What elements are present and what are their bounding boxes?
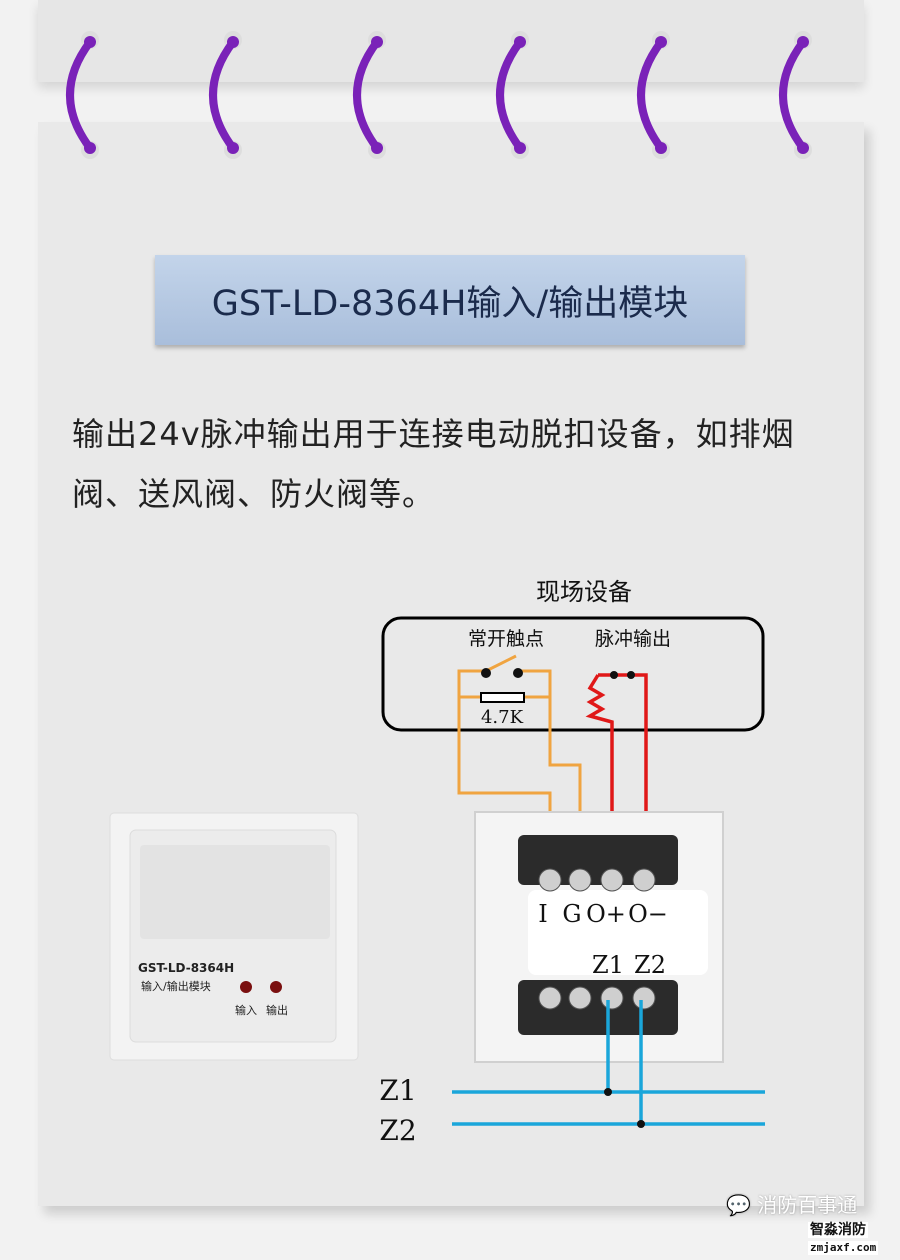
bus-node — [604, 1088, 612, 1096]
wechat-account-watermark: 💬 消防百事通 — [726, 1193, 857, 1217]
terminal-o-plus: O+ — [586, 900, 626, 928]
terminal-screw — [632, 986, 656, 1010]
bottom-terminal-block — [518, 980, 678, 1035]
terminal-screw — [568, 868, 592, 892]
no-contact-label: 常开触点 — [468, 628, 544, 650]
field-device-box — [381, 616, 765, 732]
brand-url: zmjaxf.com — [808, 1241, 879, 1255]
terminal-screw — [600, 986, 624, 1010]
input-led — [240, 981, 252, 993]
binder-ring — [66, 31, 99, 159]
pulse-node — [610, 671, 618, 679]
pulse-output-label: 脉冲输出 — [595, 628, 671, 650]
binder-ring — [353, 31, 386, 159]
terminal-screw — [600, 868, 624, 892]
top-terminal-labels: I G O+ O− Z1 Z2 — [538, 900, 668, 979]
brand-watermark: 智淼消防 — [808, 1222, 868, 1238]
terminal-screw — [632, 868, 656, 892]
terminal-g: G — [562, 900, 581, 928]
top-paper-strip — [38, 0, 864, 82]
terminal-o-minus: O− — [628, 900, 668, 928]
title-banner: GST-LD-8364H输入/输出模块 — [155, 255, 745, 345]
binder-ring — [496, 31, 529, 159]
led-input-label: 输入 — [235, 1003, 257, 1017]
terminal-label-area — [528, 890, 708, 975]
resistor — [480, 692, 525, 703]
wechat-account-name: 消防百事通 — [757, 1193, 858, 1217]
terminal-screw — [538, 986, 562, 1010]
page-title: GST-LD-8364H输入/输出模块 — [211, 283, 689, 324]
contact-node — [481, 668, 491, 678]
field-device-label: 现场设备 — [536, 578, 632, 606]
pulse-node — [627, 671, 635, 679]
output-led — [270, 981, 282, 993]
led-output-label: 输出 — [266, 1003, 288, 1017]
terminal-z1: Z1 — [592, 951, 624, 979]
contact-node — [513, 668, 523, 678]
binder-ring — [637, 31, 670, 159]
description-text: 输出24v脉冲输出用于连接电动脱扣设备，如排烟阀、送风阀、防火阀等。 — [72, 415, 795, 513]
terminal-z2: Z2 — [634, 951, 666, 979]
bus-node — [637, 1120, 645, 1128]
device-name: 输入/输出模块 — [141, 979, 211, 993]
binder-ring — [779, 31, 812, 159]
terminal-screw — [538, 868, 562, 892]
switch-contact — [485, 654, 517, 673]
resistor-label: 4.7K — [481, 707, 524, 728]
device-model: GST-LD-8364H — [138, 961, 234, 975]
module-cover — [140, 845, 330, 939]
bus-label-z1: Z1 — [379, 1074, 416, 1107]
terminal-screw — [568, 986, 592, 1010]
bus-label-z2: Z2 — [379, 1114, 416, 1147]
wechat-icon: 💬 — [726, 1193, 751, 1217]
binder-ring — [209, 31, 242, 159]
terminal-i: I — [538, 900, 547, 928]
